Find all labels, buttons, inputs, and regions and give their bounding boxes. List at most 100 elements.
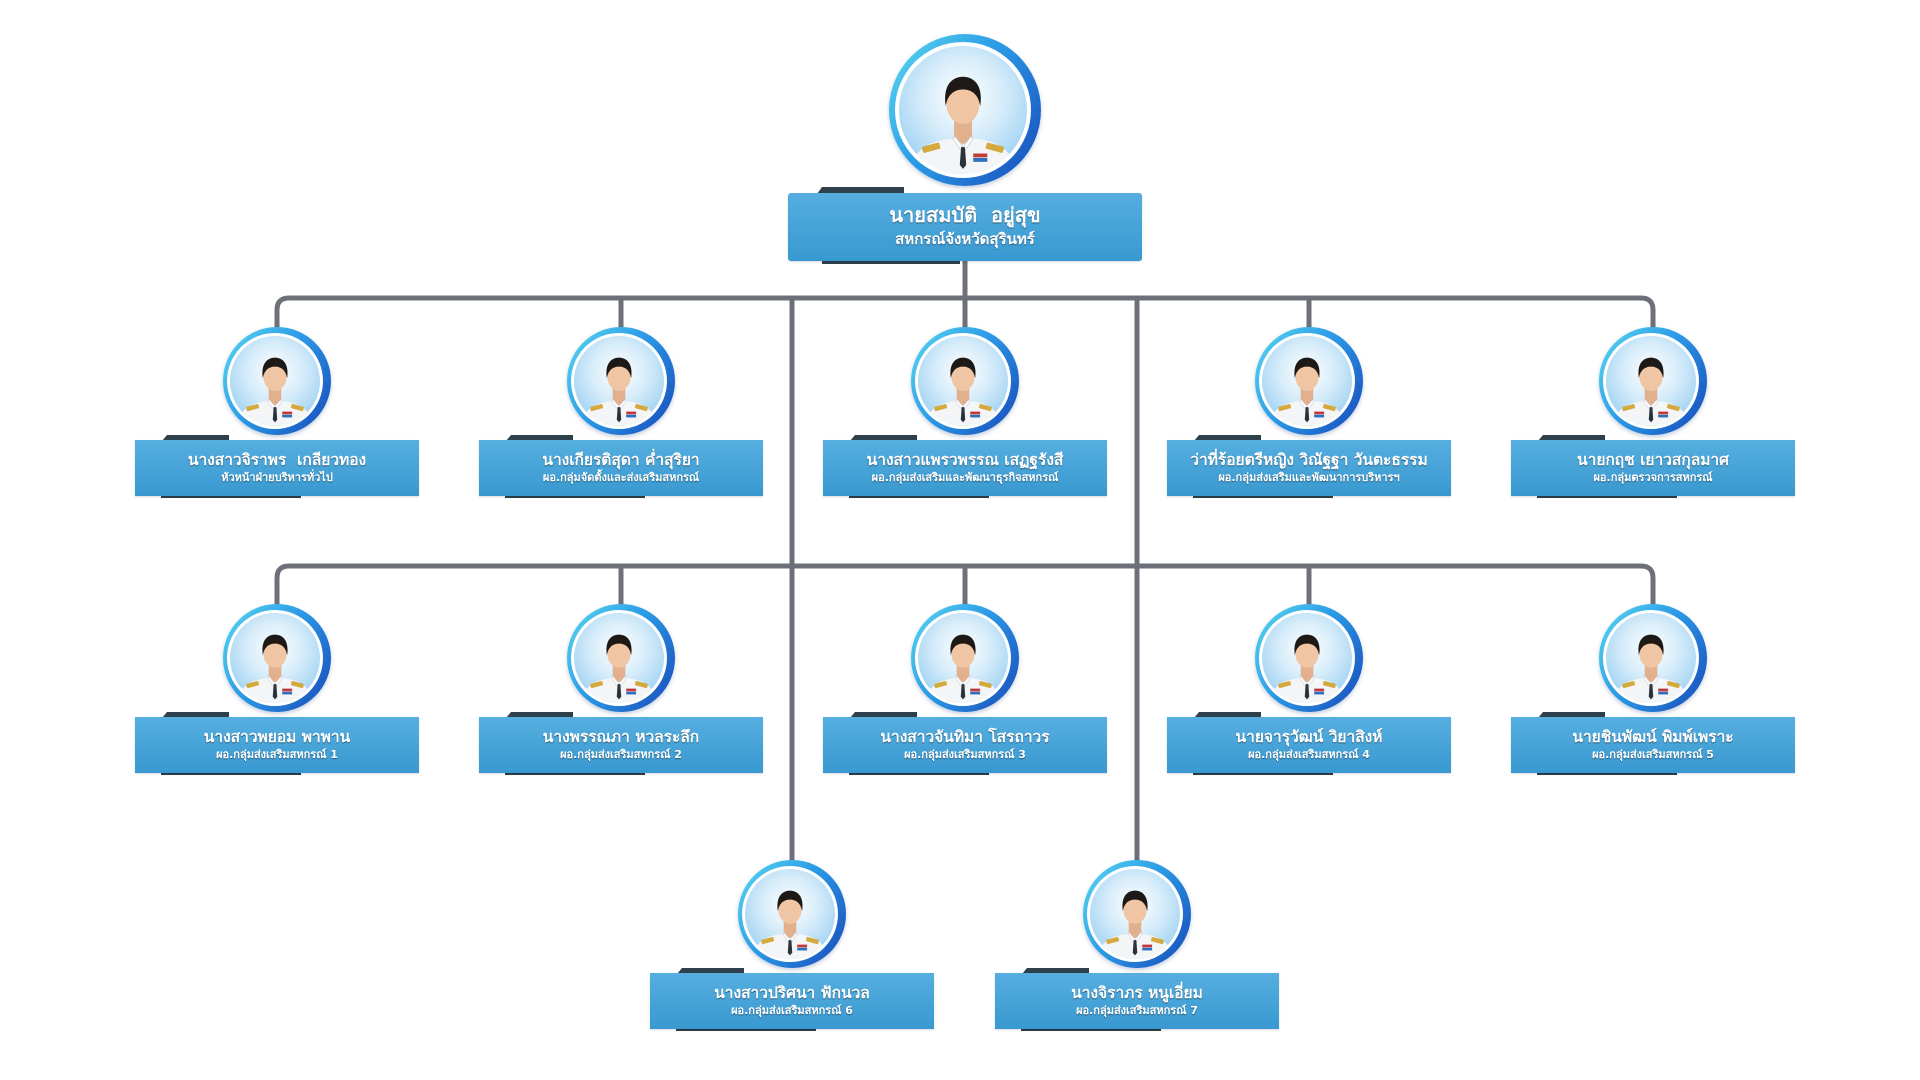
portrait-photo <box>1606 613 1696 703</box>
node-name: นางสาวแพรวพรรณ เสฏฐรังสี <box>866 451 1064 469</box>
node-title: ผอ.กลุ่มตรวจการสหกรณ์ <box>1593 471 1713 484</box>
portrait-photo <box>574 336 664 426</box>
node-title: ผอ.กลุ่มส่งเสริมสหกรณ์ 5 <box>1592 748 1714 761</box>
portrait-figure <box>918 613 1008 703</box>
portrait-image <box>1262 336 1352 426</box>
photo-ring <box>911 604 1019 712</box>
node-title: ผอ.กลุ่มส่งเสริมและพัฒนาการบริหารฯ <box>1218 471 1400 484</box>
label-box: นายจารุวัฒน์ วิยาสิงห์ ผอ.กลุ่มส่งเสริมส… <box>1167 717 1451 773</box>
node-name: ว่าที่ร้อยตรีหญิง วิณัฐฐา วันตะธรรม <box>1190 451 1428 469</box>
org-node: นางจิราภร หนูเอี่ยม ผอ.กลุ่มส่งเสริมสหกร… <box>995 860 1279 1031</box>
org-node: นายจารุวัฒน์ วิยาสิงห์ ผอ.กลุ่มส่งเสริมส… <box>1167 604 1451 775</box>
org-node: นางสาวพยอม พาพาน ผอ.กลุ่มส่งเสริมสหกรณ์ … <box>135 604 419 775</box>
label-box: นางเกียรติสุดา ค่ำสุริยา ผอ.กลุ่มจัดตั้ง… <box>479 440 763 496</box>
portrait-image <box>1606 613 1696 703</box>
photo-ring <box>223 604 331 712</box>
portrait-photo <box>230 336 320 426</box>
photo-ring <box>1599 604 1707 712</box>
portrait-image <box>230 613 320 703</box>
label-box: นางสาวพยอม พาพาน ผอ.กลุ่มส่งเสริมสหกรณ์ … <box>135 717 419 773</box>
org-node: นายชินพัฒน์ พิมพ์เพราะ ผอ.กลุ่มส่งเสริมส… <box>1511 604 1795 775</box>
portrait-image <box>745 869 835 959</box>
node-name: นายจารุวัฒน์ วิยาสิงห์ <box>1235 728 1383 746</box>
photo-ring <box>1255 327 1363 435</box>
node-title: ผอ.กลุ่มจัดตั้งและส่งเสริมสหกรณ์ <box>542 471 700 484</box>
portrait-figure <box>899 46 1027 174</box>
portrait-figure <box>574 613 664 703</box>
portrait-figure <box>1606 613 1696 703</box>
photo-ring <box>738 860 846 968</box>
portrait-figure <box>1262 613 1352 703</box>
label-box: ว่าที่ร้อยตรีหญิง วิณัฐฐา วันตะธรรม ผอ.ก… <box>1167 440 1451 496</box>
portrait-photo <box>1606 336 1696 426</box>
node-title: ผอ.กลุ่มส่งเสริมสหกรณ์ 7 <box>1076 1004 1198 1017</box>
portrait-figure <box>230 336 320 426</box>
org-node: นางสาวจิราพร เกลียวทอง หัวหน้าฝ่ายบริหาร… <box>135 327 419 498</box>
node-title: ผอ.กลุ่มส่งเสริมสหกรณ์ 6 <box>731 1004 853 1017</box>
portrait-photo <box>230 613 320 703</box>
photo-ring <box>567 327 675 435</box>
portrait-photo <box>574 613 664 703</box>
org-node: นางสาวจันทิมา โสรถาวร ผอ.กลุ่มส่งเสริมสห… <box>823 604 1107 775</box>
label-box: นางสาวจันทิมา โสรถาวร ผอ.กลุ่มส่งเสริมสห… <box>823 717 1107 773</box>
node-name: นางสาวปริศนา ฟักนวล <box>714 984 870 1002</box>
portrait-photo <box>1090 869 1180 959</box>
node-name: นางเกียรติสุดา ค่ำสุริยา <box>542 451 700 469</box>
portrait-image <box>918 613 1008 703</box>
node-title: ผอ.กลุ่มส่งเสริมสหกรณ์ 2 <box>560 748 682 761</box>
portrait-photo <box>918 613 1008 703</box>
node-title: ผอ.กลุ่มส่งเสริมและพัฒนาธุรกิจสหกรณ์ <box>871 471 1059 484</box>
photo-ring <box>1083 860 1191 968</box>
node-name: นางสาวจันทิมา โสรถาวร <box>880 728 1050 746</box>
org-node: นางสาวปริศนา ฟักนวล ผอ.กลุ่มส่งเสริมสหกร… <box>650 860 934 1031</box>
portrait-photo <box>1262 613 1352 703</box>
portrait-figure <box>918 336 1008 426</box>
photo-ring <box>889 34 1041 186</box>
org-node: ว่าที่ร้อยตรีหญิง วิณัฐฐา วันตะธรรม ผอ.ก… <box>1167 327 1451 498</box>
portrait-image <box>574 336 664 426</box>
org-node-head: นายสมบัติ อยู่สุข สหกรณ์จังหวัดสุรินทร์ <box>788 34 1142 265</box>
portrait-photo <box>1262 336 1352 426</box>
portrait-figure <box>1606 336 1696 426</box>
node-title: ผอ.กลุ่มส่งเสริมสหกรณ์ 3 <box>904 748 1026 761</box>
org-node: นายกฤช เยาวสกุลมาศ ผอ.กลุ่มตรวจการสหกรณ์ <box>1511 327 1795 498</box>
node-title: ผอ.กลุ่มส่งเสริมสหกรณ์ 4 <box>1248 748 1370 761</box>
portrait-photo <box>918 336 1008 426</box>
node-name: นายชินพัฒน์ พิมพ์เพราะ <box>1572 728 1734 746</box>
portrait-image <box>1090 869 1180 959</box>
portrait-image <box>574 613 664 703</box>
label-box: นางจิราภร หนูเอี่ยม ผอ.กลุ่มส่งเสริมสหกร… <box>995 973 1279 1029</box>
portrait-image <box>918 336 1008 426</box>
node-name: นายสมบัติ อยู่สุข <box>889 203 1041 227</box>
portrait-figure <box>1262 336 1352 426</box>
portrait-image <box>1606 336 1696 426</box>
node-title: ผอ.กลุ่มส่งเสริมสหกรณ์ 1 <box>216 748 338 761</box>
portrait-figure <box>574 336 664 426</box>
portrait-photo <box>745 869 835 959</box>
photo-ring <box>911 327 1019 435</box>
photo-ring <box>1599 327 1707 435</box>
label-box: นายกฤช เยาวสกุลมาศ ผอ.กลุ่มตรวจการสหกรณ์ <box>1511 440 1795 496</box>
node-name: นางจิราภร หนูเอี่ยม <box>1071 984 1203 1002</box>
label-box: นางสาวปริศนา ฟักนวล ผอ.กลุ่มส่งเสริมสหกร… <box>650 973 934 1029</box>
node-name: นางสาวพยอม พาพาน <box>203 728 351 746</box>
photo-ring <box>223 327 331 435</box>
label-box: นายชินพัฒน์ พิมพ์เพราะ ผอ.กลุ่มส่งเสริมส… <box>1511 717 1795 773</box>
label-box: นางสาวจิราพร เกลียวทอง หัวหน้าฝ่ายบริหาร… <box>135 440 419 496</box>
portrait-image <box>899 46 1027 174</box>
portrait-figure <box>745 869 835 959</box>
node-name: นางพรรณภา หวลระลึก <box>542 728 700 746</box>
label-box: นางพรรณภา หวลระลึก ผอ.กลุ่มส่งเสริมสหกรณ… <box>479 717 763 773</box>
node-title: สหกรณ์จังหวัดสุรินทร์ <box>895 230 1035 248</box>
label-box: นางสาวแพรวพรรณ เสฏฐรังสี ผอ.กลุ่มส่งเสริ… <box>823 440 1107 496</box>
org-node: นางเกียรติสุดา ค่ำสุริยา ผอ.กลุ่มจัดตั้ง… <box>479 327 763 498</box>
org-node: นางสาวแพรวพรรณ เสฏฐรังสี ผอ.กลุ่มส่งเสริ… <box>823 327 1107 498</box>
org-node: นางพรรณภา หวลระลึก ผอ.กลุ่มส่งเสริมสหกรณ… <box>479 604 763 775</box>
photo-ring <box>567 604 675 712</box>
photo-ring <box>1255 604 1363 712</box>
portrait-image <box>1262 613 1352 703</box>
portrait-image <box>230 336 320 426</box>
portrait-figure <box>1090 869 1180 959</box>
node-title: หัวหน้าฝ่ายบริหารทั่วไป <box>221 471 333 484</box>
